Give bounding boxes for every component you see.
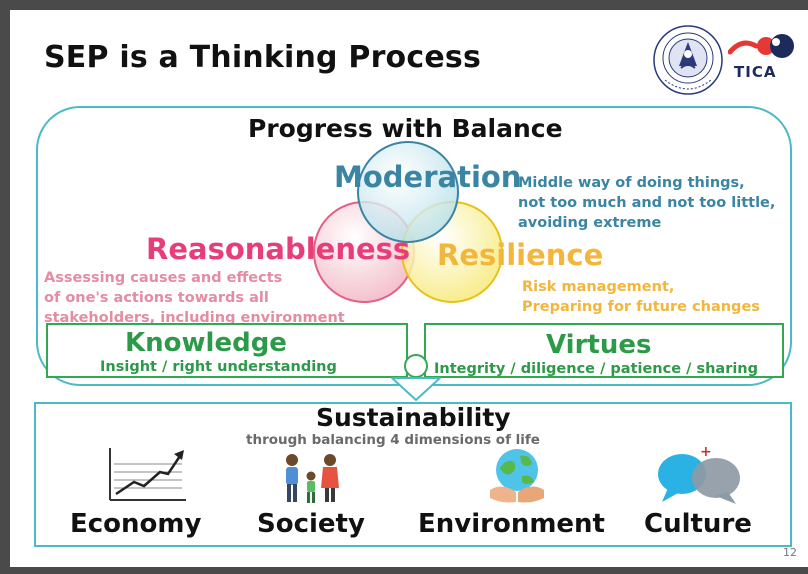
earth-in-hands-icon [490, 449, 544, 503]
family-icon [286, 454, 339, 503]
moderation-description: Middle way of doing things, not too much… [518, 175, 776, 231]
sustainability-heading: Sustainability [316, 403, 511, 432]
virtues-title: Virtues [546, 330, 652, 360]
sustainability-panel [34, 402, 792, 547]
resilience-label: Resilience [437, 238, 604, 272]
window-frame-top [0, 0, 808, 10]
dimension-society-label: Society [257, 509, 365, 539]
ministry-seal-icon [653, 25, 723, 95]
resilience-description: Risk management, Preparing for future ch… [522, 279, 760, 315]
dimension-culture-label: Culture [644, 509, 752, 539]
growth-chart-icon [109, 448, 186, 501]
knowledge-title: Knowledge [125, 328, 287, 358]
window-frame-bottom [0, 567, 808, 574]
window-frame-left [0, 0, 10, 574]
reasonableness-label: Reasonableness [146, 232, 411, 266]
dimension-economy-label: Economy [70, 509, 202, 539]
speech-bubbles-icon: + [658, 444, 740, 504]
sustainability-subheading: through balancing 4 dimensions of life [246, 432, 540, 448]
reasonableness-description: Assessing causes and effects of one's ac… [44, 270, 345, 326]
dimension-environment-label: Environment [418, 509, 605, 539]
tica-logo-icon [728, 34, 794, 58]
knowledge-subtitle: Insight / right understanding [100, 359, 337, 375]
virtues-subtitle: Integrity / diligence / patience / shari… [434, 361, 759, 377]
tica-logo-text: TICA [734, 63, 777, 81]
progress-heading: Progress with Balance [248, 114, 563, 143]
virtues-box [424, 323, 784, 378]
knowledge-box [46, 323, 408, 378]
page-number: 12 [783, 546, 797, 559]
svg-text:+: + [700, 444, 712, 460]
slide-title: SEP is a Thinking Process [44, 40, 482, 75]
moderation-label: Moderation [334, 160, 522, 194]
